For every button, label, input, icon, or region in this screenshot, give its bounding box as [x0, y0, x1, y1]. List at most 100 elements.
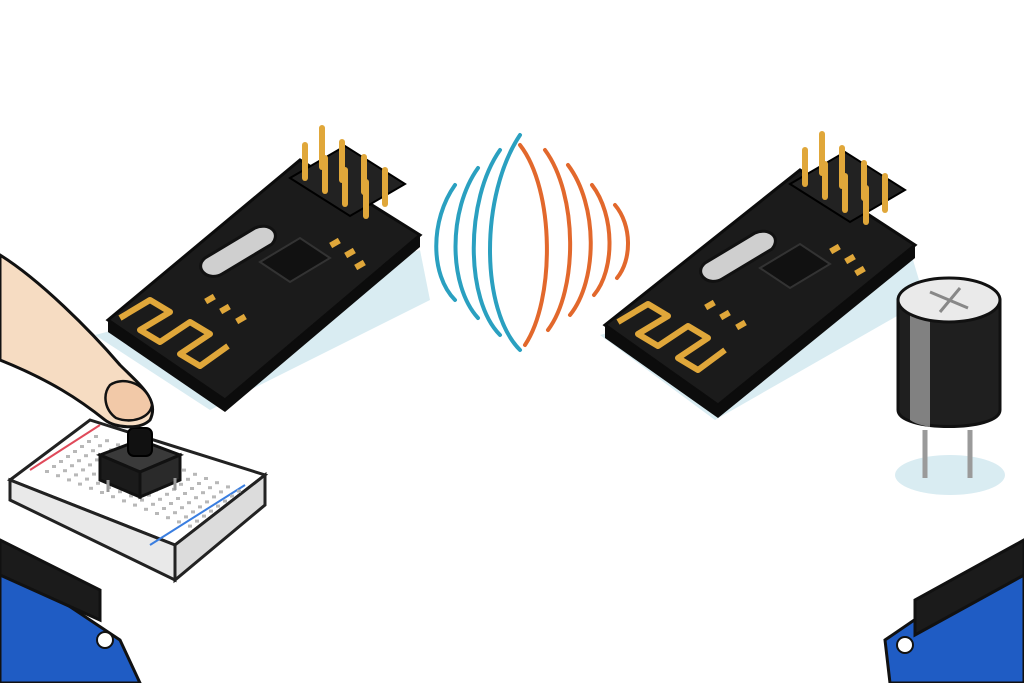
push-button[interactable] [95, 427, 185, 500]
breadboard-hole [162, 507, 166, 510]
breadboard-hole [95, 458, 99, 462]
breadboard-hole [198, 505, 202, 509]
wave-orange [518, 143, 549, 347]
wave-orange [613, 203, 630, 280]
breadboard-hole [223, 499, 227, 503]
breadboard-hole [226, 485, 230, 489]
breadboard-hole [195, 519, 199, 523]
breadboard-hole [219, 490, 223, 494]
breadboard-hole [84, 454, 88, 458]
wave-blue [471, 148, 502, 337]
breadboard-hole [78, 482, 82, 486]
breadboard-hole [74, 473, 78, 477]
breadboard-hole [116, 443, 120, 447]
chip-icon [258, 236, 332, 284]
breadboard-hole [193, 472, 197, 476]
radio-waves [434, 133, 630, 352]
pin-header-icon [288, 125, 407, 219]
breadboard-hole [85, 477, 89, 481]
breadboard-hole [77, 459, 81, 463]
breadboard-hole [179, 482, 183, 486]
breadboard-hole [187, 501, 191, 505]
crystal-oscillator-icon [199, 224, 277, 278]
breadboard-hole [87, 440, 91, 443]
breadboard-hole [205, 500, 209, 504]
breadboard-hole [237, 489, 241, 493]
breadboard-hole [89, 486, 93, 490]
breadboard-hole [88, 463, 92, 467]
breadboard-hole [133, 503, 137, 507]
breadboard-hole [158, 497, 162, 501]
breadboard-hole [96, 481, 100, 485]
breadboard-hole [140, 498, 144, 502]
wave-blue [453, 166, 480, 320]
breadboard-hole [166, 516, 170, 520]
breadboard-hole [176, 497, 180, 500]
breadboard-hole [98, 444, 102, 448]
breadboard-hole [212, 495, 216, 499]
breadboard-hole [173, 511, 177, 515]
breadboard-hole [208, 486, 212, 490]
breadboard-hole [56, 474, 60, 478]
breadboard-hole [45, 470, 49, 473]
breadboard-hole [197, 482, 201, 485]
breadboard-hole [201, 491, 205, 495]
wifi-antenna-icon [616, 301, 727, 373]
breadboard-hole [52, 465, 56, 468]
breadboard-hole [129, 494, 133, 498]
smd-components [204, 237, 366, 325]
breadboard-hole [184, 515, 188, 519]
breadboard-hole [118, 490, 122, 494]
breadboard-hole [194, 496, 198, 500]
breadboard-hole [144, 507, 148, 511]
capacitor-icon [895, 276, 1005, 495]
breadboard-hole [209, 509, 213, 513]
breadboard-hole [92, 472, 96, 476]
breadboard-hole [70, 464, 74, 468]
breadboard-hole [94, 435, 98, 438]
breadboard-hole [66, 455, 70, 458]
breadboard-hole [215, 481, 219, 485]
breadboard-hole [63, 469, 67, 473]
breadboard-hole [204, 477, 208, 480]
breadboard-hole [100, 491, 104, 494]
board-left [0, 538, 142, 683]
breadboard-hole [230, 494, 234, 498]
board-right [883, 538, 1024, 683]
crystal-oscillator-icon [699, 229, 777, 283]
breadboard-hole [165, 492, 169, 496]
breadboard-hole [73, 450, 77, 453]
wifi-antenna-icon [118, 297, 230, 369]
radio-module-transmitter [95, 125, 430, 412]
breadboard-hole [190, 487, 194, 490]
breadboard-hole [216, 504, 220, 508]
breadboard-hole [147, 493, 151, 497]
breadboard-hole [91, 449, 95, 453]
pin-header-icon [788, 131, 907, 225]
wave-blue [434, 183, 457, 302]
breadboard-hole [188, 524, 192, 528]
wave-orange [590, 183, 612, 297]
breadboard-hole [81, 468, 85, 472]
breadboard-hole [202, 514, 206, 518]
breadboard-hole [59, 460, 63, 463]
breadboard-hole [80, 445, 84, 448]
breadboard-hole [155, 512, 159, 515]
smd-components [704, 243, 866, 331]
breadboard-hole [177, 520, 181, 524]
hand-finger [0, 253, 155, 429]
chip-icon [758, 242, 832, 290]
breadboard-hole [105, 439, 109, 443]
breadboard-hole [67, 478, 71, 482]
breadboard-hole [180, 506, 184, 510]
wave-orange [566, 163, 593, 317]
breadboard-hole [183, 492, 187, 495]
breadboard-hole [182, 468, 186, 472]
wave-blue [488, 133, 522, 352]
radio-module-receiver [600, 131, 925, 420]
breadboard-hole [169, 502, 173, 505]
breadboard-hole [186, 477, 190, 481]
breadboard-hole [191, 510, 195, 514]
breadboard-hole [151, 502, 155, 506]
